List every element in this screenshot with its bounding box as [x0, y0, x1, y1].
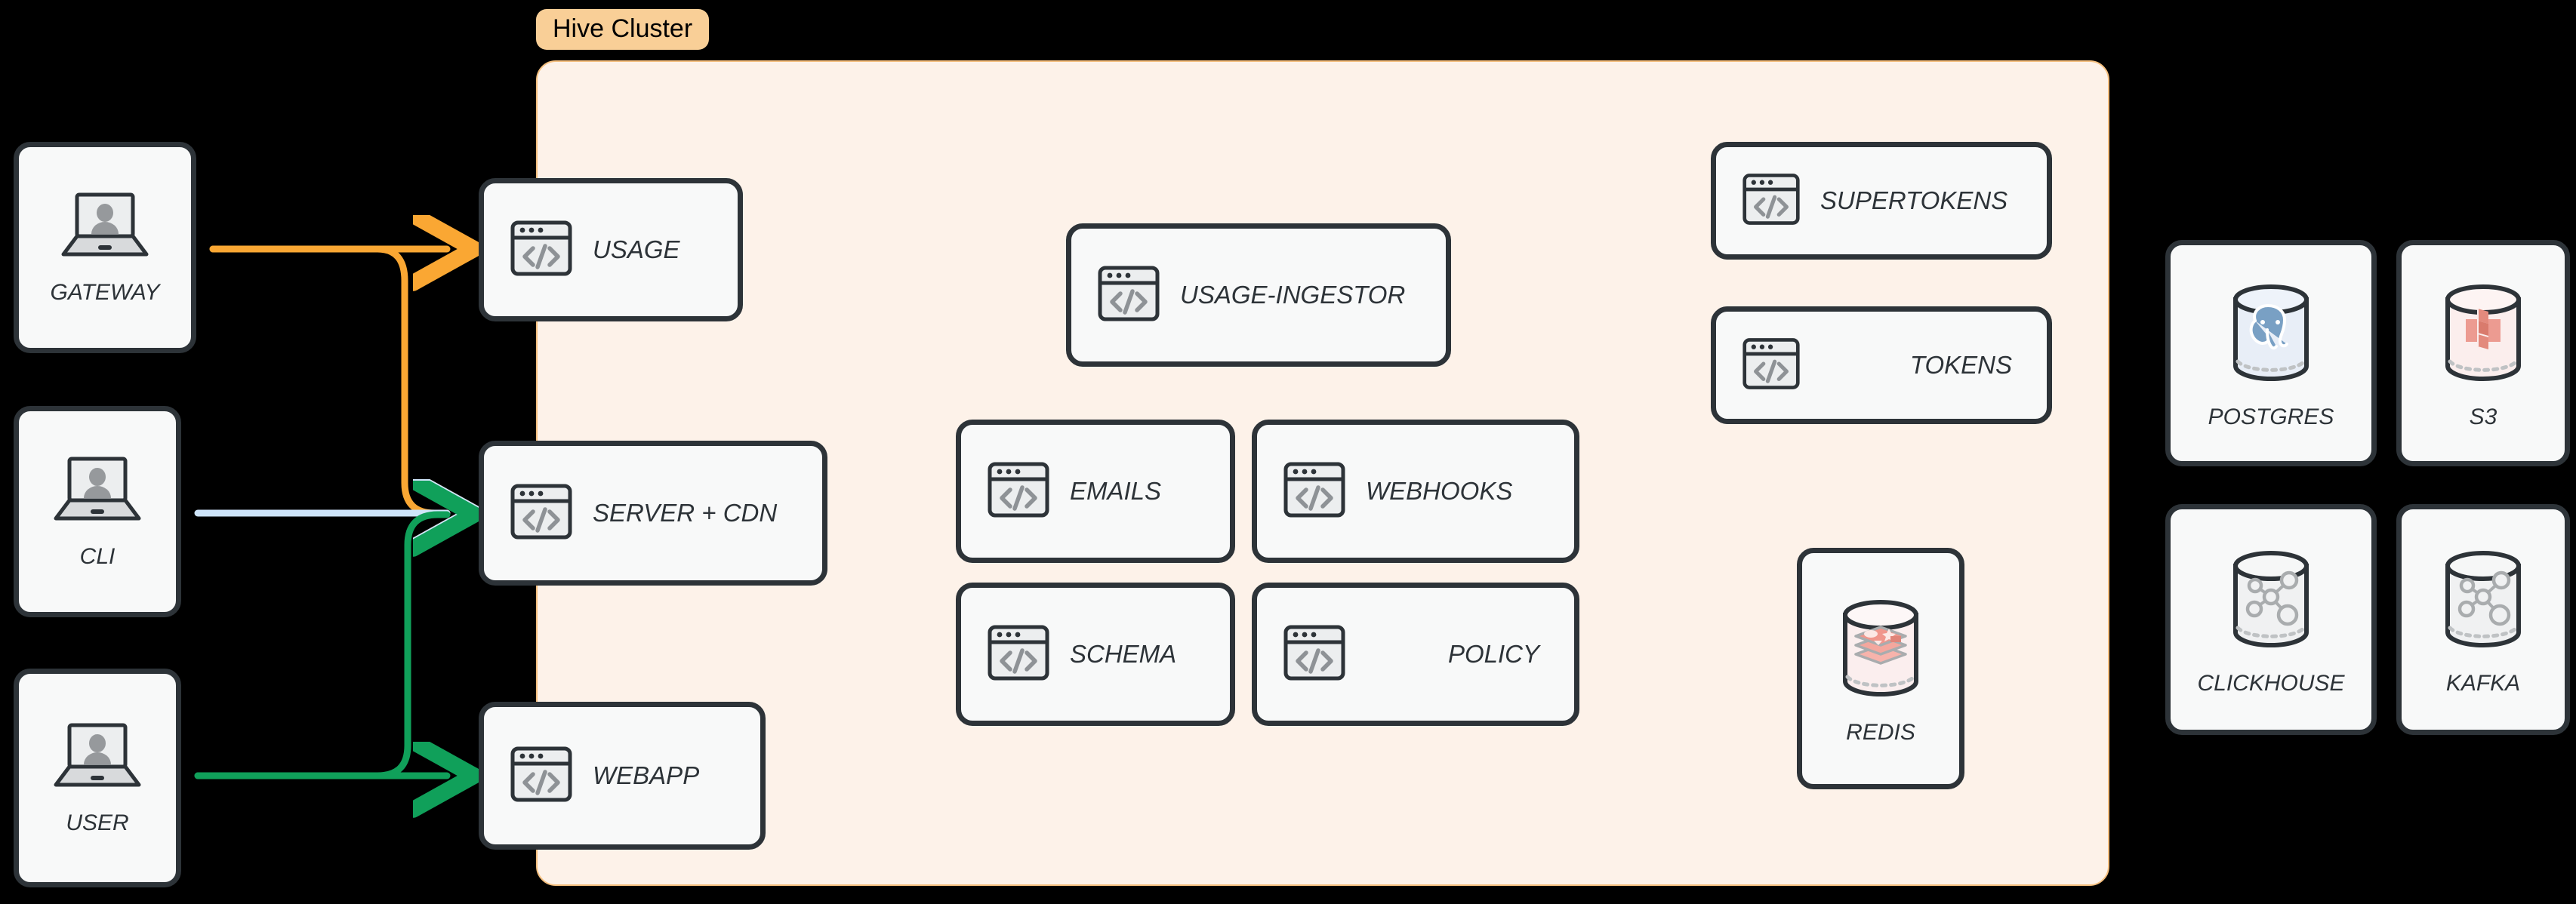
service-node-label: POLICY [1447, 640, 1539, 668]
service-node-label: USAGE-INGESTOR [1180, 281, 1406, 309]
service-node-emails[interactable]: EMAILS [956, 420, 1235, 563]
postgres-database-icon [2214, 277, 2328, 394]
datastore-node-label: CLICKHOUSE [2197, 670, 2345, 696]
service-node-label: TOKENS [1909, 351, 2012, 379]
graph-database-icon [2427, 543, 2540, 660]
code-window-icon [987, 458, 1050, 525]
code-window-icon [987, 621, 1050, 688]
redis-database-icon [1827, 592, 1934, 709]
service-node-label: WEBHOOKS [1366, 477, 1513, 505]
hive-cluster-badge: Hive Cluster [536, 9, 710, 50]
code-window-icon [510, 743, 573, 810]
code-window-icon [510, 480, 573, 547]
laptop-user-icon [48, 721, 146, 800]
service-node-label: USAGE [593, 235, 680, 263]
datastore-node-label: POSTGRES [2208, 404, 2334, 429]
datastore-node-redis[interactable]: REDIS [1797, 548, 1964, 789]
client-node-cli[interactable]: CLI [14, 406, 181, 617]
wire-gateway-to-server [209, 245, 447, 513]
code-window-icon [1742, 334, 1801, 397]
datastore-node-kafka[interactable]: KAFKA [2396, 504, 2570, 735]
service-node-webapp[interactable]: WEBAPP [479, 702, 766, 850]
laptop-user-icon [48, 454, 146, 533]
service-node-schema[interactable]: SCHEMA [956, 583, 1235, 726]
service-node-label: SERVER + CDN [593, 499, 778, 527]
client-node-label: GATEWAY [50, 279, 160, 305]
service-node-usage[interactable]: USAGE [479, 178, 743, 321]
service-node-usage-ingestor[interactable]: USAGE-INGESTOR [1066, 223, 1451, 367]
code-window-icon [1742, 170, 1801, 232]
service-node-tokens[interactable]: TOKENS [1711, 306, 2052, 424]
service-node-supertokens[interactable]: SUPERTOKENS [1711, 142, 2052, 260]
datastore-node-s3[interactable]: S3 [2396, 240, 2570, 466]
datastore-node-clickhouse[interactable]: CLICKHOUSE [2165, 504, 2377, 735]
laptop-user-icon [56, 190, 154, 269]
datastore-node-label: REDIS [1846, 719, 1915, 745]
code-window-icon [1283, 621, 1346, 688]
datastore-node-label: KAFKA [2445, 670, 2521, 696]
code-window-icon [510, 217, 573, 284]
code-window-icon [1283, 458, 1346, 525]
wire-user-to-server [194, 515, 447, 779]
service-node-label: EMAILS [1070, 477, 1162, 505]
service-node-webhooks[interactable]: WEBHOOKS [1252, 420, 1579, 563]
client-node-gateway[interactable]: GATEWAY [14, 142, 196, 353]
service-node-label: SCHEMA [1070, 640, 1177, 668]
service-node-label: WEBAPP [593, 761, 700, 789]
service-node-policy[interactable]: POLICY [1252, 583, 1579, 726]
code-window-icon [1097, 262, 1160, 329]
service-node-label: SUPERTOKENS [1820, 186, 2008, 214]
s3-database-icon [2427, 277, 2540, 394]
graph-database-icon [2214, 543, 2328, 660]
client-node-label: CLI [79, 543, 116, 569]
datastore-node-label: S3 [2469, 404, 2497, 429]
service-node-server-cdn[interactable]: SERVER + CDN [479, 441, 827, 586]
client-node-label: USER [66, 810, 129, 835]
datastore-node-postgres[interactable]: POSTGRES [2165, 240, 2377, 466]
client-node-user[interactable]: USER [14, 669, 181, 887]
